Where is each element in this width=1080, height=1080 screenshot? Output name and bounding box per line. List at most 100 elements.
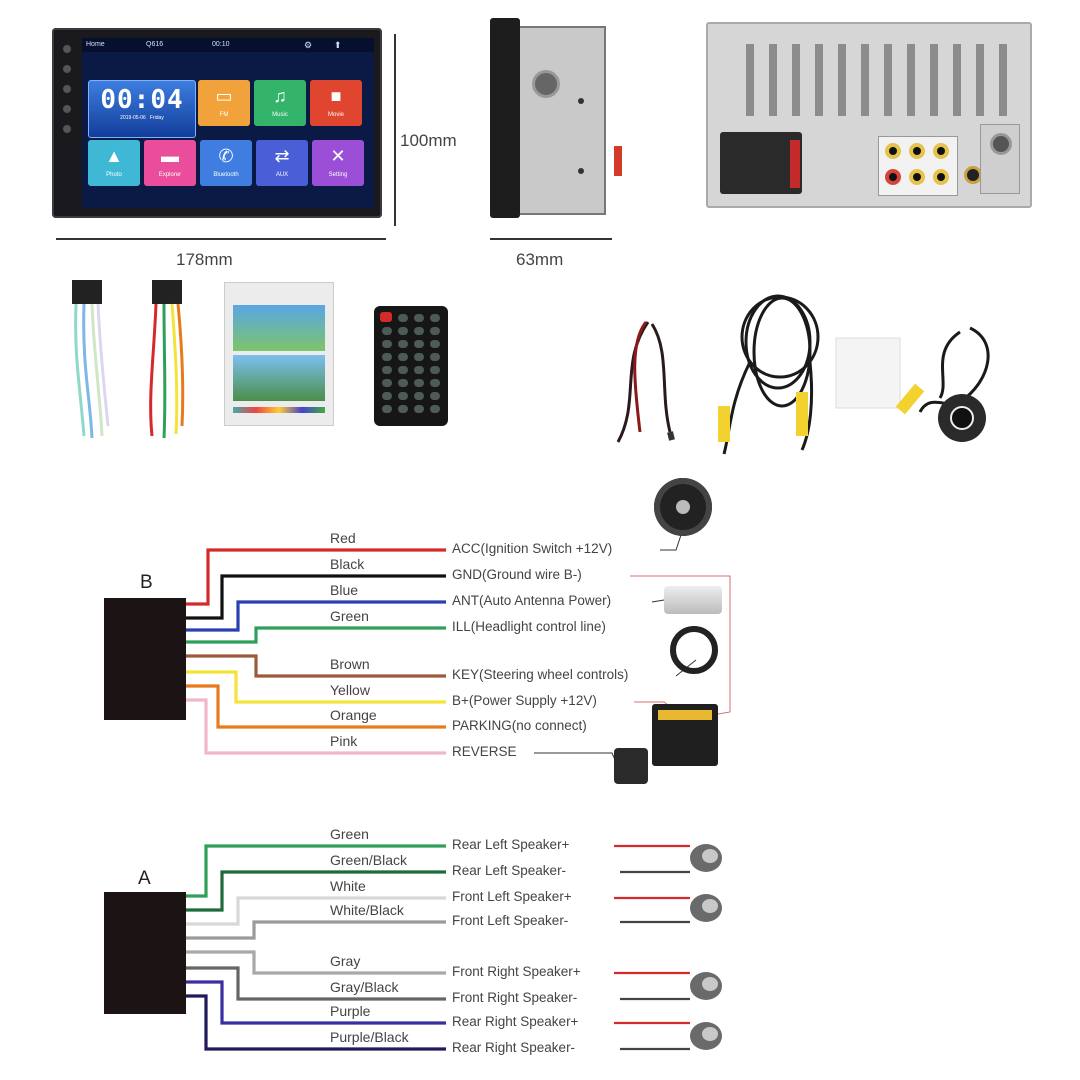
power-button-icon xyxy=(63,45,71,53)
remote-key xyxy=(430,340,440,348)
ant-leader-line xyxy=(651,599,665,603)
wire-yellow xyxy=(186,670,446,704)
settings-icon: ✕ xyxy=(330,146,346,166)
wire-color-label: Gray/Black xyxy=(330,979,399,995)
remote-key xyxy=(382,405,392,413)
status-home: Home xyxy=(86,41,105,48)
tile-label: Setting xyxy=(328,172,348,178)
harness-socket-tab xyxy=(790,140,800,188)
radio-icon: ▭ xyxy=(215,86,233,106)
wire-destination-label: Front Left Speaker+ xyxy=(452,889,572,904)
tile-aux[interactable]: ⇄AUX xyxy=(256,140,308,186)
wire-green xyxy=(186,626,446,644)
tile-label: Bluetooth xyxy=(213,172,239,178)
user-manual xyxy=(224,282,334,426)
fin xyxy=(838,44,846,116)
folder-icon: ▬ xyxy=(161,146,179,166)
wire-color-label: Pink xyxy=(330,733,358,749)
wire-gray-black xyxy=(186,966,446,1001)
headphones-icon: ♫ xyxy=(273,86,287,106)
width-dimension-line xyxy=(56,238,386,240)
manual-picture xyxy=(233,305,325,351)
remote-key xyxy=(414,366,424,374)
wire-brown xyxy=(186,654,446,678)
remote-key xyxy=(430,379,440,387)
manual-picture xyxy=(233,355,325,401)
wire-color-label: Purple xyxy=(330,1003,371,1019)
remote-key xyxy=(430,314,440,322)
remote-key xyxy=(398,392,408,400)
wire-red xyxy=(186,548,446,606)
wire-purple-black xyxy=(186,994,446,1051)
gnd-leader-line xyxy=(630,575,731,715)
volume-button-icon xyxy=(63,105,71,113)
remote-key xyxy=(382,392,392,400)
remote-key xyxy=(398,340,408,348)
wire-gray xyxy=(186,950,446,975)
wire-destination-label: PARKING(no connect) xyxy=(452,718,587,733)
wire-destination-label: ILL(Headlight control line) xyxy=(452,619,606,634)
tile-explorer[interactable]: ▬Explorer xyxy=(144,140,196,186)
wire-color-label: Yellow xyxy=(330,682,370,698)
back-button-icon xyxy=(63,85,71,93)
connector-b xyxy=(104,598,186,716)
tile-label: Movie xyxy=(327,112,344,118)
height-dimension-label: 100mm xyxy=(400,131,457,150)
harness-a-wires xyxy=(186,844,446,1051)
remote-key xyxy=(414,340,424,348)
wire-destination-label: Front Right Speaker- xyxy=(452,990,578,1005)
height-dimension-line xyxy=(394,34,396,226)
remote-key xyxy=(414,327,424,335)
connector-b-letter: B xyxy=(140,572,153,593)
phone-icon: ✆ xyxy=(218,146,234,166)
touch-screen: Home Q616 00:10 ⚙ ⬆ 00:04 2019-05-06 Fri… xyxy=(82,38,374,208)
harness-socket xyxy=(720,132,802,194)
wire-color-label: Orange xyxy=(330,707,377,723)
tile-bluetooth[interactable]: ✆ Bluetooth xyxy=(200,140,252,186)
tile-photo[interactable]: ▲Photo xyxy=(88,140,140,186)
tile-movie[interactable]: ■Movie xyxy=(310,80,362,126)
tile-label: AUX xyxy=(275,172,289,178)
wire-pink xyxy=(186,698,446,755)
chassis-side xyxy=(510,26,606,215)
wire-green-black xyxy=(186,870,446,912)
width-dimension-label: 178mm xyxy=(176,250,233,269)
tile-setting[interactable]: ✕ Setting xyxy=(312,140,364,186)
wire-green xyxy=(186,844,446,898)
wire-color-label: Blue xyxy=(330,582,359,598)
connector-b-foot xyxy=(104,712,186,720)
fin xyxy=(930,44,938,116)
wire-destination-label: KEY(Steering wheel controls) xyxy=(452,667,629,682)
wire-blue xyxy=(186,600,446,632)
mount-hole xyxy=(532,70,560,98)
wire-color-label: Green xyxy=(330,608,369,624)
rca-jack-icon xyxy=(885,143,901,159)
wire-destination-label: Rear Right Speaker+ xyxy=(452,1014,579,1029)
remote-key xyxy=(382,379,392,387)
wire-destination-label: GND(Ground wire B-) xyxy=(452,567,582,582)
wire-color-label: Gray xyxy=(330,953,361,969)
tile-label: FM xyxy=(219,112,229,118)
remote-power-button xyxy=(380,312,392,322)
tile-fm[interactable]: ▭ FM xyxy=(198,80,250,126)
acc-leader-line xyxy=(660,531,683,551)
fin xyxy=(769,44,777,116)
wire-destination-label: Rear Left Speaker- xyxy=(452,863,567,878)
rca-jack-icon xyxy=(933,169,949,185)
ignition-switch-icon xyxy=(654,478,712,536)
connector-a xyxy=(104,892,186,1010)
fin xyxy=(815,44,823,116)
rca-panel xyxy=(878,136,958,196)
remote-key xyxy=(398,314,408,322)
wire-color-label: Brown xyxy=(330,656,370,672)
manual-color-strip xyxy=(233,407,325,413)
wire-destination-label: REVERSE xyxy=(452,744,517,759)
screw-icon xyxy=(578,98,584,104)
tile-music[interactable]: ♫Music xyxy=(254,80,306,126)
fin xyxy=(999,44,1007,116)
fin xyxy=(861,44,869,116)
speaker-icon xyxy=(690,894,722,922)
remote-key xyxy=(382,366,392,374)
side-buttons xyxy=(58,36,76,208)
